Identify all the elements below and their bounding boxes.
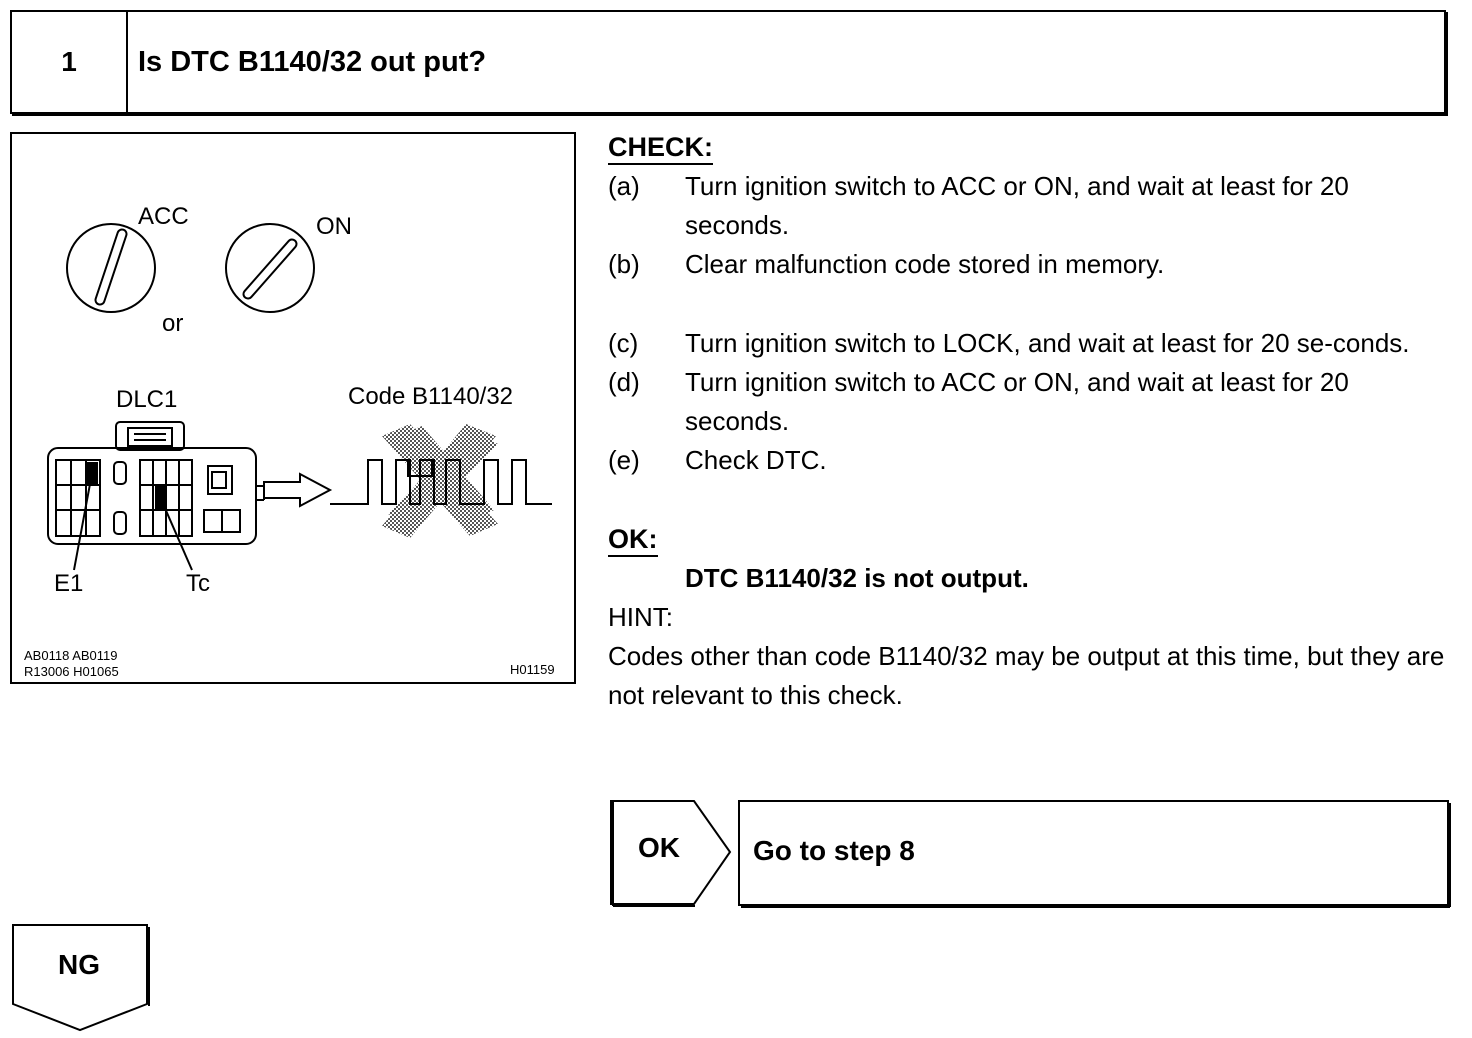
check-item-text: Clear malfunction code stored in memory.	[685, 249, 1165, 279]
cross-mark-icon	[382, 424, 498, 538]
dlc1-connector-icon	[47, 421, 265, 545]
diagram-figure: ACC ON or DLC1 Code B1140/32	[10, 132, 576, 684]
ref-right: H01159	[510, 662, 555, 677]
step-title: Is DTC B1140/32 out put?	[138, 45, 487, 78]
label-dlc1: DLC1	[116, 386, 177, 413]
check-item-text: Turn ignition switch to ACC or ON, and w…	[685, 171, 1349, 240]
ignition-switch-acc-icon	[66, 223, 156, 313]
ok-heading: OK:	[608, 523, 658, 557]
check-item-e: (e) Check DTC.	[608, 441, 1454, 480]
tc-terminal	[155, 486, 167, 509]
check-item-text: Turn ignition switch to LOCK, and wait a…	[685, 328, 1410, 358]
check-item-a: (a) Turn ignition switch to ACC or ON, a…	[608, 167, 1454, 245]
ng-result-frame	[12, 924, 150, 1032]
e1-terminal	[86, 462, 98, 484]
ok-criteria: DTC B1140/32 is not output.	[685, 563, 1029, 593]
ok-label: OK	[638, 832, 680, 863]
check-item-letter: (c)	[608, 328, 639, 358]
check-item-letter: (b)	[608, 249, 640, 279]
ok-destination: Go to step 8	[753, 835, 915, 866]
e1-leader-line	[73, 483, 91, 571]
code-waveform	[330, 459, 552, 505]
check-item-letter: (a)	[608, 171, 640, 201]
label-or: or	[162, 310, 183, 337]
label-acc: ACC	[138, 203, 189, 230]
check-item-d: (d) Turn ignition switch to ACC or ON, a…	[608, 363, 1454, 441]
label-code: Code B1140/32	[348, 383, 513, 410]
ok-result-frame	[610, 800, 1451, 908]
ignition-switch-on-icon	[225, 223, 315, 313]
procedure-text: CHECK: (a) Turn ignition switch to ACC o…	[608, 128, 1454, 715]
diagram-svg: ACC ON or DLC1 Code B1140/32	[24, 203, 555, 679]
step-number: 1	[12, 12, 128, 112]
check-heading: CHECK:	[608, 131, 713, 165]
ng-label: NG	[58, 949, 100, 980]
ng-result: NG	[10, 922, 150, 1034]
waveform-detail	[407, 460, 433, 477]
check-item-letter: (d)	[608, 367, 640, 397]
check-item-c: (c) Turn ignition switch to LOCK, and wa…	[608, 324, 1454, 363]
check-item-text: Turn ignition switch to ACC or ON, and w…	[685, 367, 1349, 436]
label-on: ON	[316, 213, 352, 240]
label-e1: E1	[54, 570, 83, 597]
tc-leader-line	[163, 505, 193, 571]
hint-label: HINT:	[608, 602, 673, 632]
hint-text: Codes other than code B1140/32 may be ou…	[608, 641, 1445, 710]
ok-result: OK Go to step 8	[608, 798, 1454, 910]
ref-left-line2: R13006 H01065	[24, 664, 119, 679]
check-item-b: (b) Clear malfunction code stored in mem…	[608, 245, 1454, 284]
label-tc: Tc	[186, 570, 210, 597]
check-item-letter: (e)	[608, 445, 640, 475]
arrow-right-icon	[263, 472, 333, 508]
step-header: 1 Is DTC B1140/32 out put?	[10, 10, 1446, 114]
check-item-text: Check DTC.	[685, 445, 827, 475]
ref-left-line1: AB0118 AB0119	[24, 648, 118, 663]
